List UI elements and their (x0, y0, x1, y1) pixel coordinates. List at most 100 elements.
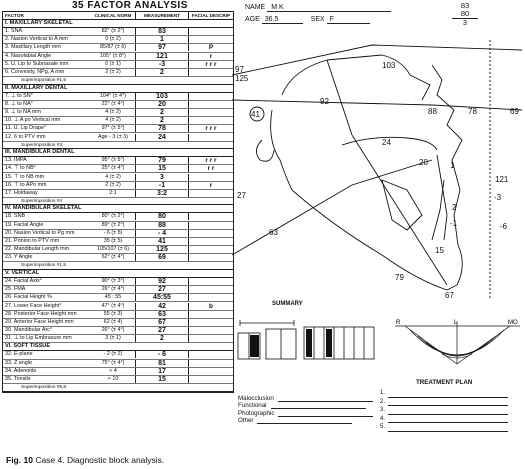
norm-cell: 105° (± 8°) (100, 52, 126, 59)
measurement-cell: -1 (135, 181, 189, 189)
factor-cell: 1. SNA (5, 28, 23, 35)
ceph-value-label: 121 (495, 175, 509, 184)
norm-cell: 26° (± 4°) (101, 286, 125, 293)
factor-cell: 24. Facial Axis° (5, 277, 42, 284)
measurement-cell: 125 (135, 246, 189, 254)
measurement-cell: 92 (135, 277, 189, 285)
ceph-value-label: 27 (237, 191, 246, 200)
figure-caption: Fig. 10 Case 4. Diagnostic block analysi… (6, 455, 164, 465)
table-row: 24. Facial Axis° 90° (± 3°) 92 (3, 277, 233, 287)
factor-cell: 35. Tonsils (5, 376, 31, 383)
description-cell: b (209, 302, 213, 310)
section-title: IV. MANDIBULAR SKELETAL (3, 205, 233, 214)
norm-cell: 85/87 (± 6) (99, 44, 127, 51)
table-header: FACTOR CLINICAL NORM MEASUREMENT FACIAL … (3, 12, 233, 20)
name-label: NAME (245, 4, 266, 11)
treatment-plan-list: 1. 2. 3. 4. 5. (380, 389, 509, 432)
norm-cell: 75° (± 4°) (101, 359, 125, 366)
treatment-plan-item: 5. (380, 423, 509, 432)
norm-cell: 26° (± 4°) (101, 327, 125, 334)
ceph-value-label: -6 (500, 222, 508, 231)
norm-cell: 62° (± 4°) (101, 254, 125, 261)
norm-cell: 82° (± 2°) (101, 28, 125, 35)
factor-cell: 33. Z angle (5, 359, 32, 366)
ear-rod-circle (256, 139, 275, 162)
measurement-cell: -3 (135, 60, 189, 68)
table-row: 30. Mandibular Arc° 26° (± 4°) 27 (3, 327, 233, 336)
ceph-value-label: 24 (382, 138, 391, 147)
norm-cell: Age - 3 (± 3) (98, 133, 128, 140)
factor-cell: 13. IMPA (5, 157, 27, 164)
treatment-plan-title: TREATMENT PLAN (416, 379, 473, 386)
factor-cell: 25. FMA (5, 286, 26, 293)
factor-cell: 29. Anterior Face Height mm (5, 318, 74, 325)
name-value: M K (267, 4, 392, 12)
caption-fig: Fig. 10 (6, 455, 33, 465)
measurement-cell: 80 (135, 213, 189, 221)
measurement-cell: 103 (135, 92, 189, 100)
ceph-value-label: 67 (445, 291, 454, 300)
fan-diagram: R MO L (395, 320, 520, 365)
factor-cell: 7. ⊥ to SN° (5, 92, 33, 99)
factor-cell: 4. Nasolabial Angle (5, 52, 52, 59)
measurement-cell: 20 (135, 100, 189, 108)
factor-cell: 21. Ponion to PTV mm (5, 238, 60, 245)
factor-cell: 6. Convexity, NPg, A mm (5, 69, 65, 76)
ceph-value-label: 20 (419, 158, 428, 167)
norm-cell: 22° (± 4°) (101, 100, 125, 107)
norm-cell: - 6 (± 5) (103, 229, 123, 236)
measurement-cell: 42 (135, 302, 189, 310)
norm-cell: 90° (± 3°) (101, 277, 125, 284)
table-row: 7. ⊥ to SN°104° (± 4°)103 (3, 92, 233, 101)
measurement-cell: 2 (135, 69, 189, 77)
norm-cell: 4 (± 2) (105, 108, 121, 115)
diagnosis-list: Malocclusion Functional Photographic Oth… (238, 395, 374, 425)
treatment-plan-number: 4. (380, 415, 386, 422)
factor-cell: 8. ⊥ to NA° (5, 100, 33, 107)
measurement-cell: 27 (135, 327, 189, 335)
frankfort-line (232, 99, 523, 111)
header-factor: FACTOR (5, 13, 24, 18)
incisor-upper (436, 154, 448, 241)
section-title: II. MAXILLARY DENTAL (3, 85, 233, 93)
summary-filled-bar (250, 335, 259, 357)
factor-cell: 10. ⊥ A po Vertical mm (5, 117, 61, 124)
norm-cell: 2:1 (109, 189, 117, 196)
measurement-cell: 41 (135, 238, 189, 246)
caption-text: Case 4. Diagnostic block analysis. (35, 455, 165, 465)
fan-label-left: R (396, 320, 401, 326)
reference-line (232, 44, 523, 76)
description-cell: P (208, 44, 214, 52)
incisor-lower (431, 179, 445, 241)
norm-cell: 97° (± 5°) (101, 125, 125, 132)
ceph-value-label: -1 (450, 219, 458, 228)
factor-cell: 9. ⊥ to NA mm (5, 108, 41, 115)
measurement-cell: 2 (135, 335, 189, 343)
page-title: 35 FACTOR ANALYSIS (72, 0, 188, 11)
factor-cell: 14. ⊤ to NB° (5, 165, 36, 172)
header-clinical-norm: CLINICAL NORM (94, 13, 132, 18)
diagnosis-label: Photographic (238, 409, 275, 417)
nasion-region (409, 74, 431, 101)
ceph-value-label: 125 (235, 74, 249, 83)
treatment-plan-item: 2. (380, 398, 509, 407)
superimposition-note: Superimposition #4 (3, 198, 233, 206)
norm-cell: 95° (± 5°) (101, 157, 125, 164)
factor-cell: 30. Mandibular Arc° (5, 327, 53, 334)
